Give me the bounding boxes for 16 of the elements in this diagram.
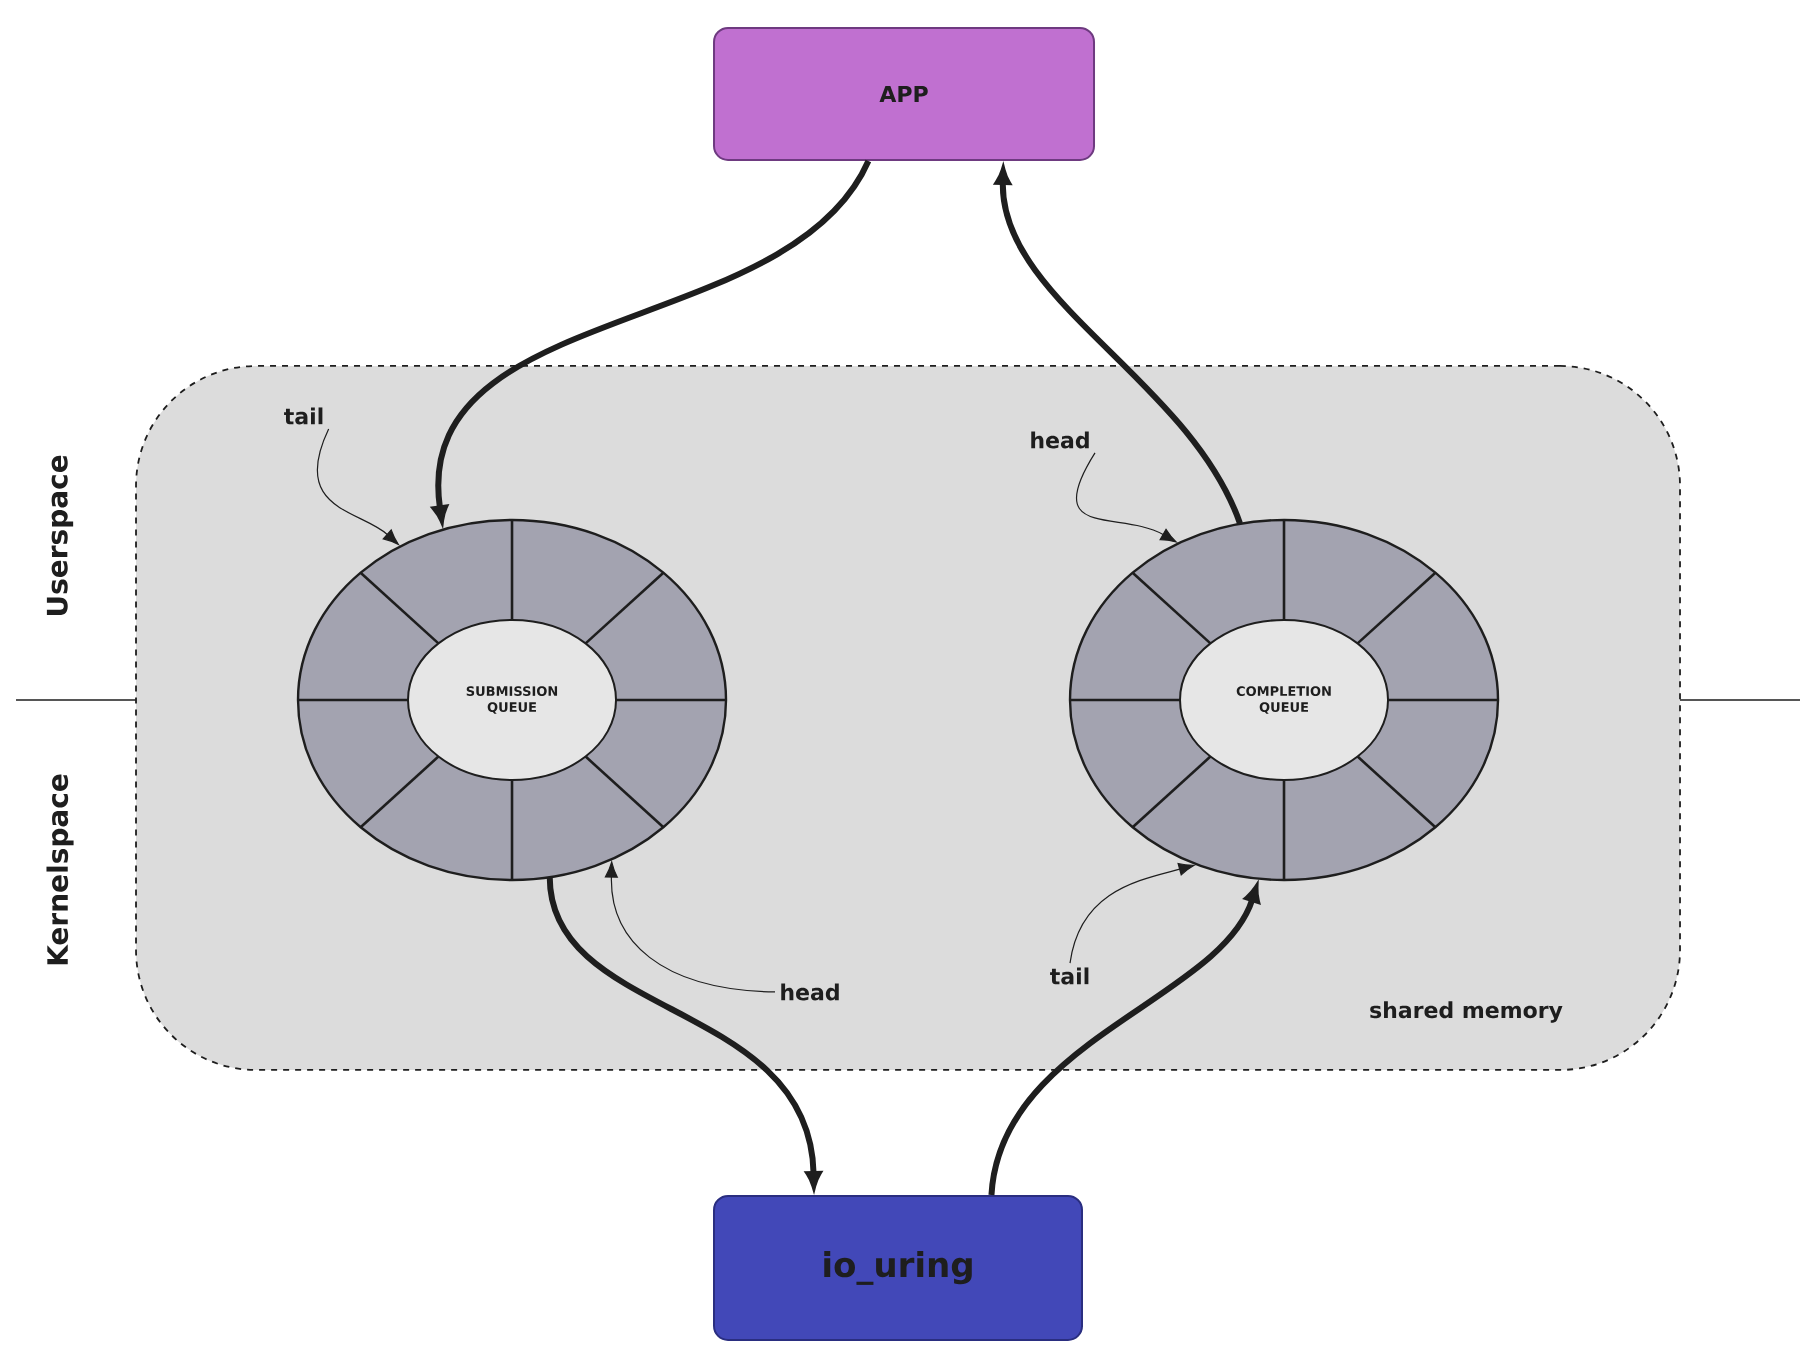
pointer-label: head bbox=[781, 983, 839, 1001]
pointer-label: head bbox=[1031, 431, 1089, 449]
leader-line bbox=[317, 428, 400, 546]
pointer-label: tail bbox=[1050, 967, 1089, 985]
app-box: APP bbox=[713, 26, 1095, 161]
arrow bbox=[546, 877, 822, 1189]
leader-line bbox=[1075, 452, 1177, 543]
side-label: Kernelspace bbox=[46, 774, 74, 965]
leader-line bbox=[1069, 862, 1195, 964]
leader-line bbox=[604, 861, 776, 993]
process-box: io_uring bbox=[713, 1194, 1083, 1341]
arrow bbox=[432, 159, 871, 523]
arrow bbox=[988, 885, 1260, 1196]
side-label: Userspace bbox=[46, 455, 74, 616]
pointer-label: tail bbox=[284, 407, 323, 425]
arrow bbox=[994, 167, 1243, 525]
